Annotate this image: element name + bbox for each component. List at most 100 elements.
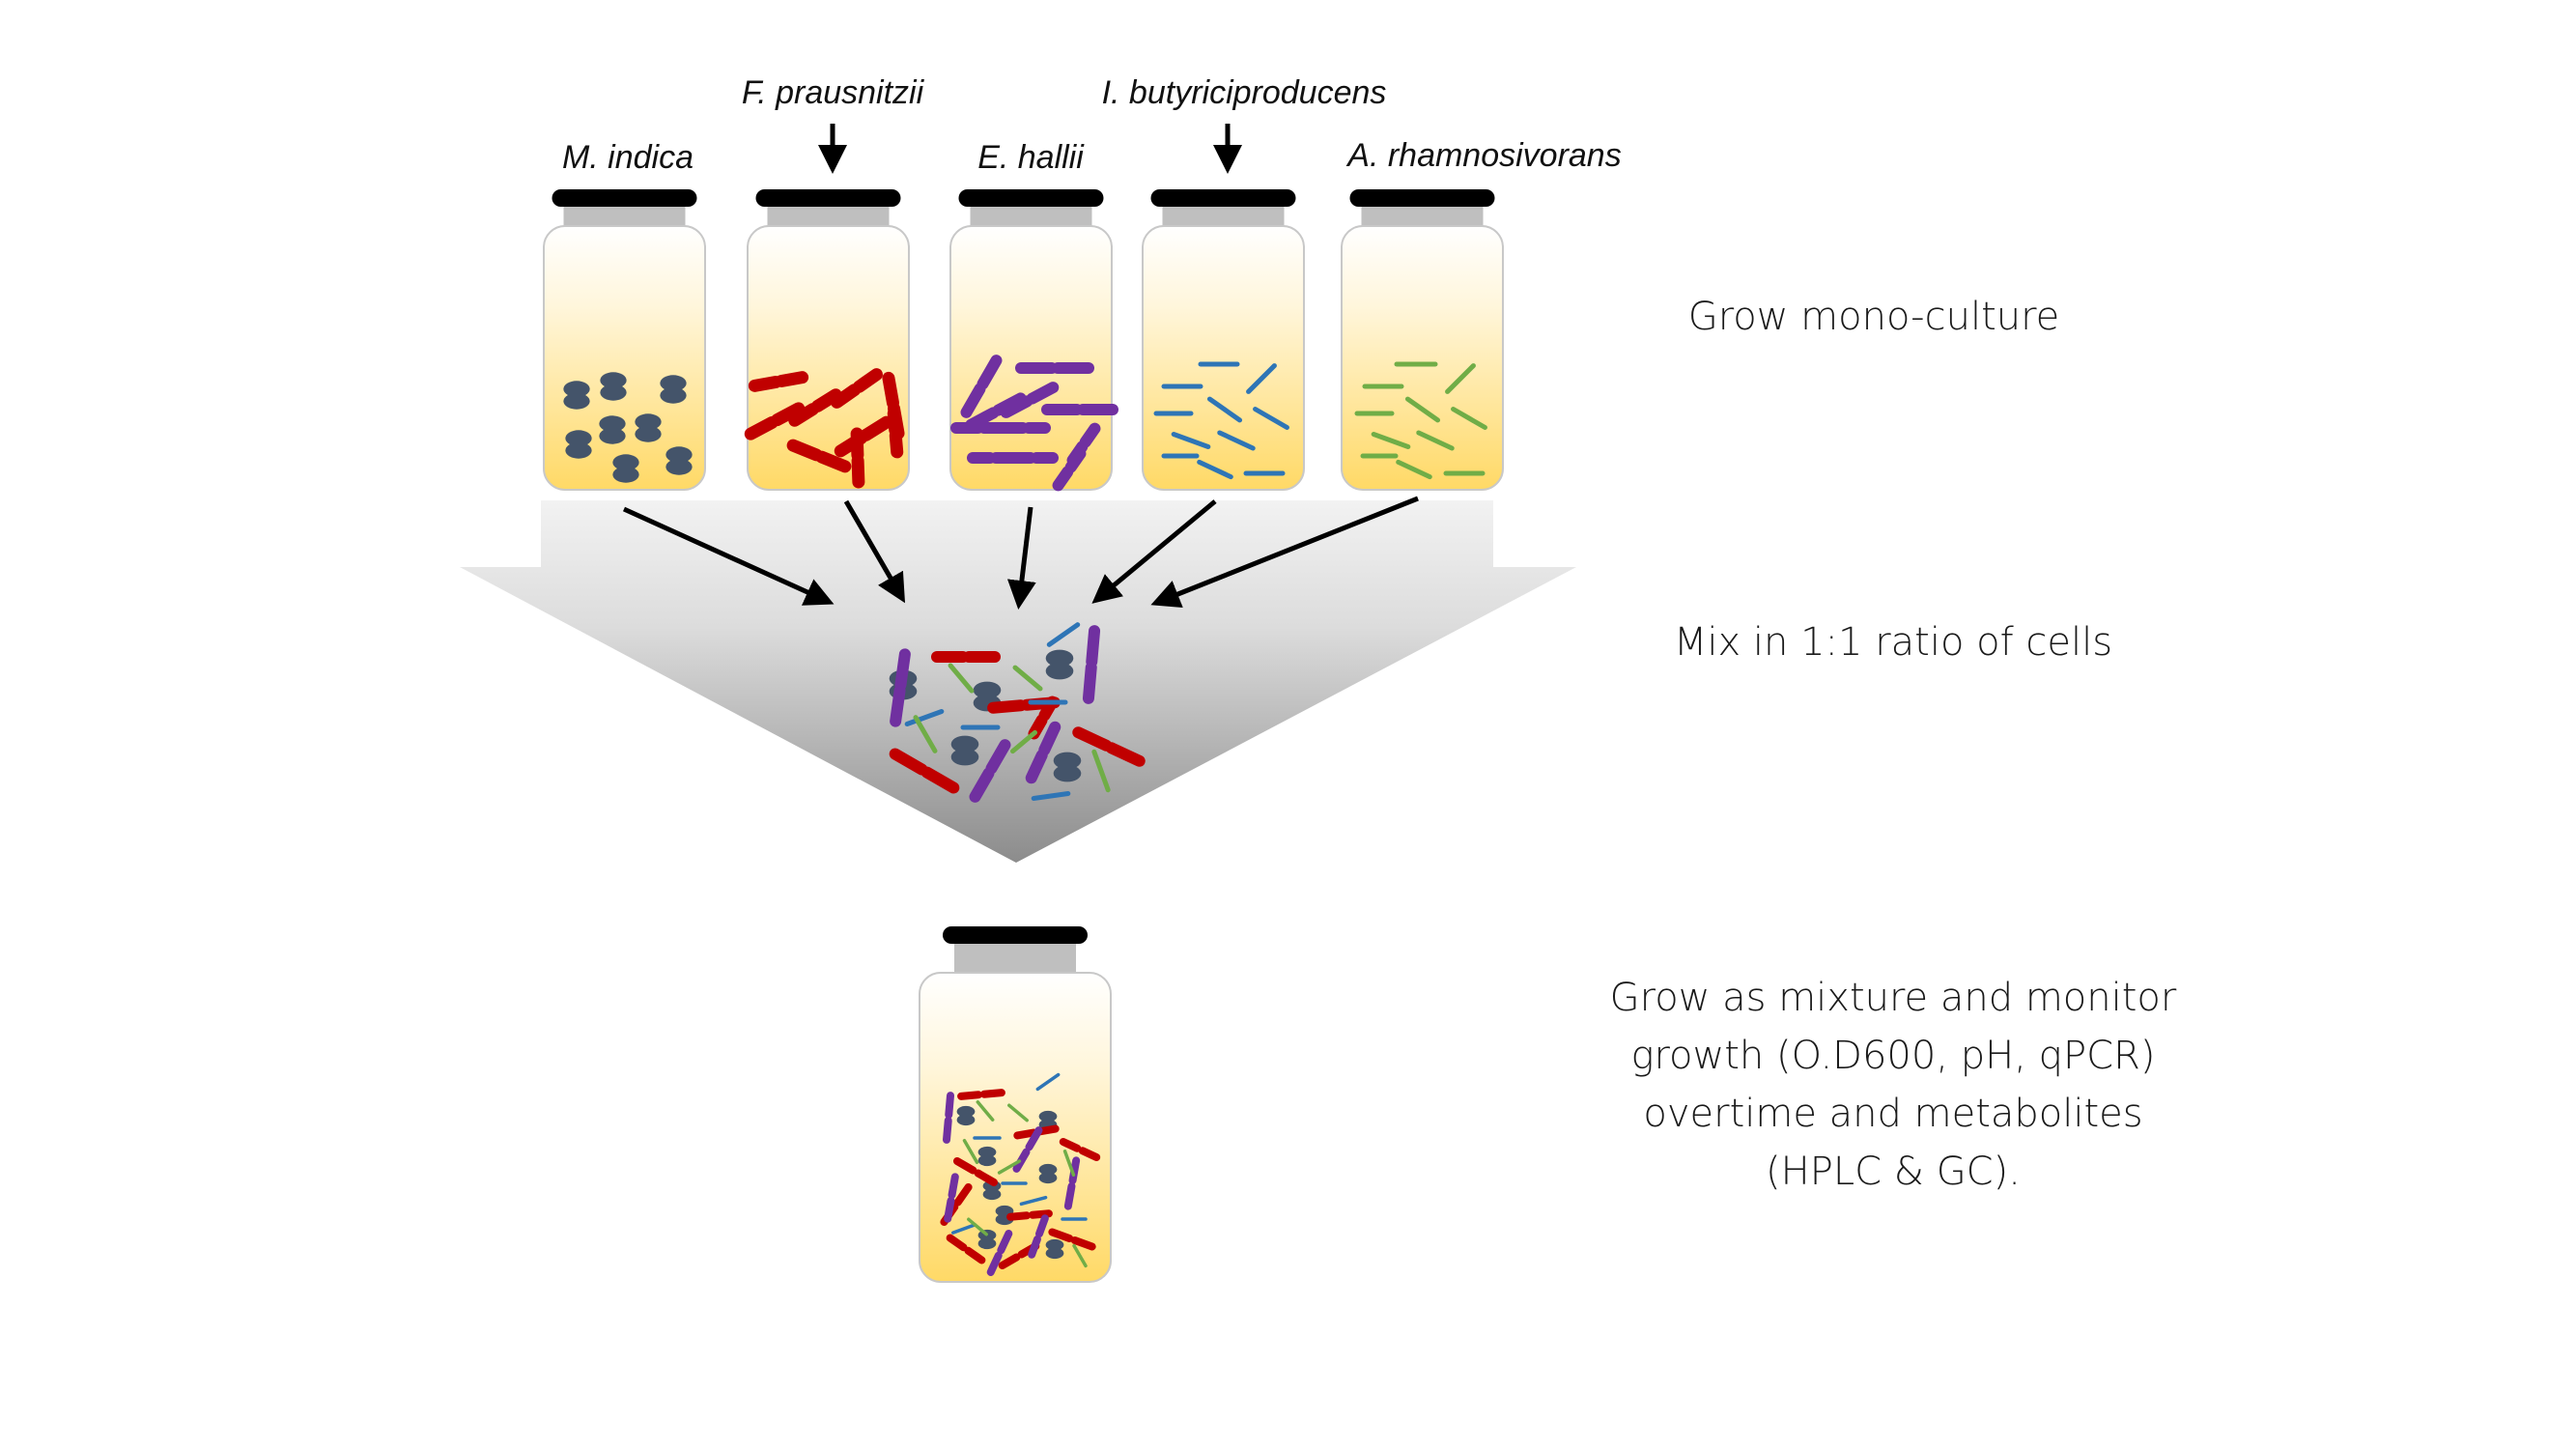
rod-cell xyxy=(1059,1137,1101,1162)
rod-cell xyxy=(1048,1228,1096,1251)
species-label-m-indica: M. indica xyxy=(562,139,694,176)
arrow-icon xyxy=(1006,506,1036,610)
coccus-cell xyxy=(1053,752,1082,782)
step-grow-text: Grow mono-culture xyxy=(1687,295,2060,339)
bottle-body xyxy=(949,225,1113,491)
arrow-icon xyxy=(843,499,906,604)
bacteria-icon xyxy=(940,1072,1101,1276)
rod-cell xyxy=(997,1159,1022,1175)
rod-cell xyxy=(904,709,945,726)
coccus-cell xyxy=(665,446,693,475)
step-monitor-line: overtime and metabolites xyxy=(1643,1092,2143,1136)
coccus-cell xyxy=(612,454,639,483)
rod-cell xyxy=(1171,432,1211,449)
bottle-body xyxy=(919,972,1112,1283)
rod-cell xyxy=(986,1230,1013,1276)
rod-cell xyxy=(831,368,883,409)
rod-cell xyxy=(788,388,842,427)
rod-cell xyxy=(962,1138,979,1165)
rod-cell xyxy=(887,407,904,459)
rod-cell xyxy=(976,1100,995,1122)
rod-cell xyxy=(1035,1072,1061,1092)
rod-cell xyxy=(969,739,1011,803)
bottle-body xyxy=(1142,225,1305,491)
rod-cell xyxy=(950,1223,977,1235)
rod-cell xyxy=(946,1234,986,1264)
step-monitor-line: growth (O.D600, pH, qPCR) xyxy=(1630,1034,2156,1078)
bottle-icon xyxy=(919,926,1112,1283)
rod-cell xyxy=(1416,430,1455,451)
rod-cell xyxy=(1371,432,1411,449)
rod-cell xyxy=(948,663,975,694)
rod-cell xyxy=(1217,430,1256,451)
species-label-e-hallii: E. hallii xyxy=(977,139,1085,176)
coccus-cell xyxy=(1045,1238,1064,1260)
rod-cell xyxy=(1025,721,1062,784)
species-label-a-rhamnosivorans: A. rhamnosivorans xyxy=(1345,137,1621,174)
species-label-i-butyriciproducens: I. butyriciproducens xyxy=(1102,74,1387,111)
arrow-icon xyxy=(622,506,835,606)
rod-cell xyxy=(1082,625,1101,704)
arrow-icon xyxy=(1091,499,1217,604)
rod-cell xyxy=(1404,396,1441,423)
rod-cell xyxy=(1091,749,1111,793)
step-monitor-line: (HPLC & GC). xyxy=(1766,1150,2021,1194)
rod-cell xyxy=(942,1092,955,1144)
rod-cell xyxy=(1246,363,1277,394)
rod-cell xyxy=(1451,407,1487,430)
coccus-cell xyxy=(599,415,626,444)
rod-cell xyxy=(952,1157,999,1186)
coccus-cell xyxy=(1038,1163,1058,1184)
rod-cell xyxy=(913,715,938,753)
rod-cell xyxy=(744,402,806,440)
bottle-icon xyxy=(949,189,1118,492)
rod-cell xyxy=(1012,665,1043,692)
rod-cell xyxy=(1062,1150,1076,1177)
rod-cell xyxy=(1028,1214,1049,1259)
coccus-cell xyxy=(600,372,627,401)
arrow-icon xyxy=(1150,496,1419,609)
rod-cell xyxy=(890,648,911,727)
rod-cell xyxy=(1006,1209,1053,1221)
rod-cell xyxy=(967,1217,988,1236)
rod-cell xyxy=(1007,1103,1029,1122)
coccus-cell xyxy=(563,381,590,410)
rod-cell xyxy=(1000,382,1060,418)
rod-cell xyxy=(944,1173,959,1223)
coccus-cell xyxy=(956,1105,976,1126)
bottle-icon xyxy=(543,189,706,491)
rod-cell xyxy=(960,355,1003,418)
step-monitor-line: Grow as mixture and monitor xyxy=(1609,976,2177,1020)
coccus-cell xyxy=(660,375,687,404)
rod-cell xyxy=(1052,447,1087,492)
coccus-cell xyxy=(635,413,662,442)
bottle-cap xyxy=(1349,189,1495,207)
rod-cell xyxy=(1445,363,1476,394)
rod-cell xyxy=(1063,1156,1081,1210)
rod-cell xyxy=(1396,459,1432,480)
rod-cell xyxy=(1072,726,1146,767)
bottle-body xyxy=(543,225,706,491)
funnel-icon xyxy=(460,500,1576,863)
bacteria-icon xyxy=(889,622,1146,803)
step-mix-text: Mix in 1:1 ratio of cells xyxy=(1673,620,2113,665)
rod-cell xyxy=(748,371,809,392)
rod-cell xyxy=(1012,1126,1043,1173)
coccus-cell xyxy=(565,430,592,459)
rod-cell xyxy=(786,439,852,473)
rod-cell xyxy=(1197,459,1233,480)
species-label-f-prausnitzii: F. prausnitzii xyxy=(742,74,925,111)
coccus-cell xyxy=(950,735,979,766)
rod-cell xyxy=(1010,729,1037,754)
bottle-cap xyxy=(943,926,1088,944)
rod-cell xyxy=(1253,407,1289,430)
coccus-cell xyxy=(977,1146,997,1167)
rod-cell xyxy=(1031,790,1071,802)
rod-cell xyxy=(1046,622,1081,647)
rod-cell xyxy=(889,748,960,794)
bottle-icon xyxy=(1341,189,1504,491)
bottle-cap xyxy=(1150,189,1296,207)
bottle-cap xyxy=(958,189,1104,207)
rod-cell xyxy=(957,1089,1005,1100)
